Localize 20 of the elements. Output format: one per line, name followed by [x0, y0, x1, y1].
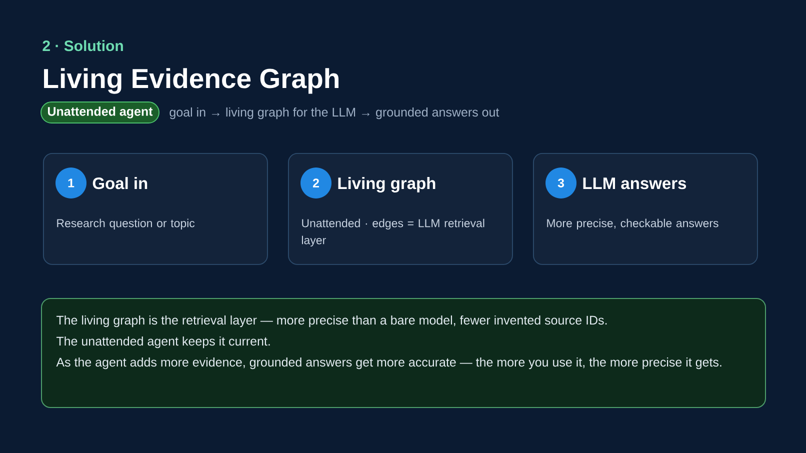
note-text: As the agent adds more evidence, grounded answers get more accurate — the more you use it, the more precise it gets. — [56, 357, 722, 370]
step-card — [533, 153, 758, 265]
card-heading: Goal in — [92, 177, 148, 190]
number-badge: 1 — [56, 168, 86, 198]
card-description: More precise, checkable answers — [547, 218, 718, 230]
card-description: Research question or topic — [57, 218, 195, 230]
slide-title: Living Evidence Graph — [44, 68, 338, 94]
card-description: Unattended · edges = LLM retrieval layer — [302, 218, 484, 247]
note-box — [41, 298, 766, 408]
number-badge: 2 — [300, 168, 332, 198]
note-text: The unattended agent keeps it current. — [56, 336, 270, 348]
number-badge: 3 — [546, 168, 576, 198]
step-card — [288, 153, 513, 265]
note-text: The living graph is the retrieval layer — more precise than a bare model, fewer invented source IDs. — [56, 315, 607, 328]
step-card — [43, 153, 268, 265]
section-label: 2 · Solution — [42, 40, 123, 52]
card-heading: Living graph — [338, 177, 436, 192]
subtitle: goal in → living graph for the LLM → grounded answers out — [170, 107, 500, 120]
card-heading: LLM answers — [583, 178, 686, 190]
tag-pill: Unattended agent — [40, 102, 160, 124]
